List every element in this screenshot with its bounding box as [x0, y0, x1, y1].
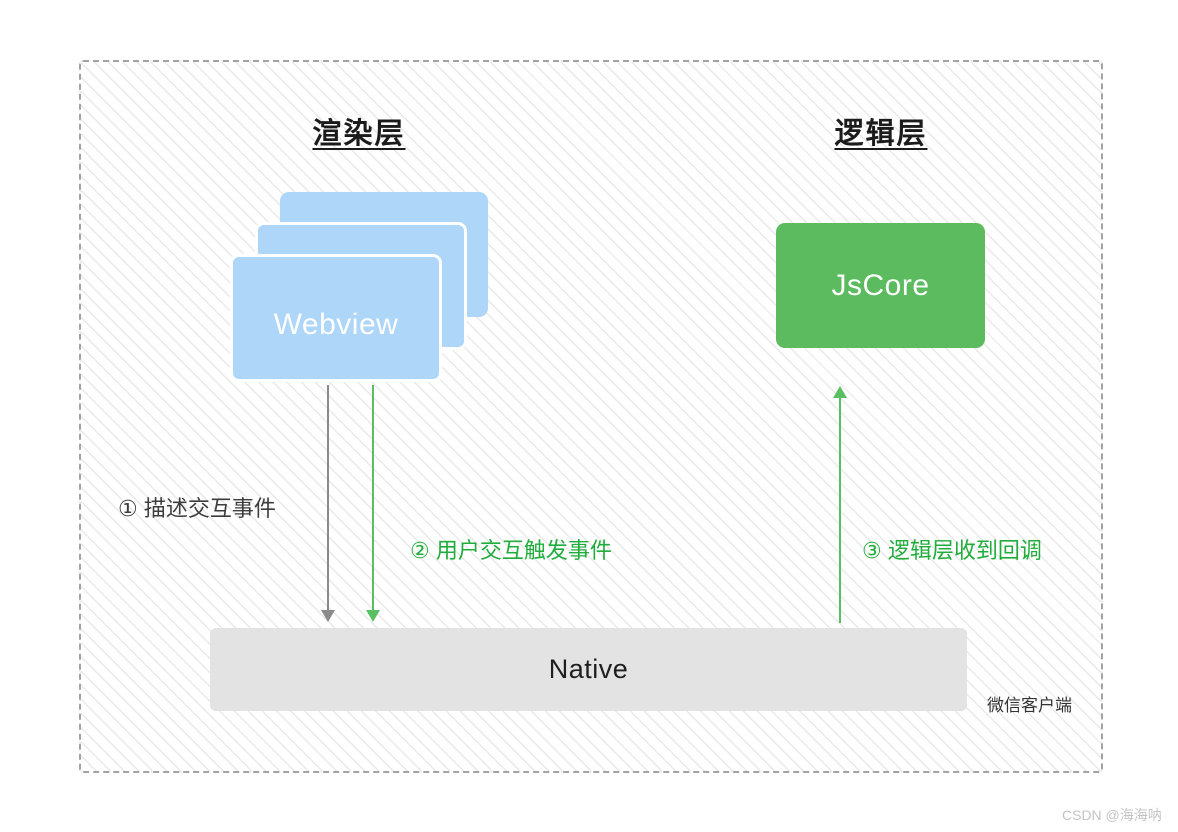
- arrow-down-gray-shaft: [327, 385, 329, 612]
- wechat-client-label: 微信客户端: [987, 696, 1072, 715]
- webview-card-front: Webview: [230, 254, 442, 382]
- jscore-box: JsCore: [776, 223, 985, 348]
- step2-label: ② 用户交互触发事件: [410, 538, 612, 563]
- arrow-up-green-head: [833, 386, 847, 398]
- logic-layer-title: 逻辑层: [834, 118, 928, 150]
- step3-label: ③ 逻辑层收到回调: [862, 538, 1042, 563]
- jscore-label: JsCore: [831, 268, 930, 302]
- arrow-down-gray-head: [321, 610, 335, 622]
- arrow-down-green-head: [366, 610, 380, 622]
- step1-label: ① 描述交互事件: [118, 496, 276, 521]
- native-bar: Native: [210, 628, 967, 711]
- render-layer-title: 渲染层: [312, 118, 406, 150]
- native-label: Native: [548, 654, 629, 684]
- arrow-down-green-shaft: [372, 385, 374, 612]
- arrow-up-green-shaft: [839, 398, 841, 623]
- csdn-watermark: CSDN @海海呐: [1062, 807, 1162, 823]
- webview-label: Webview: [273, 308, 399, 341]
